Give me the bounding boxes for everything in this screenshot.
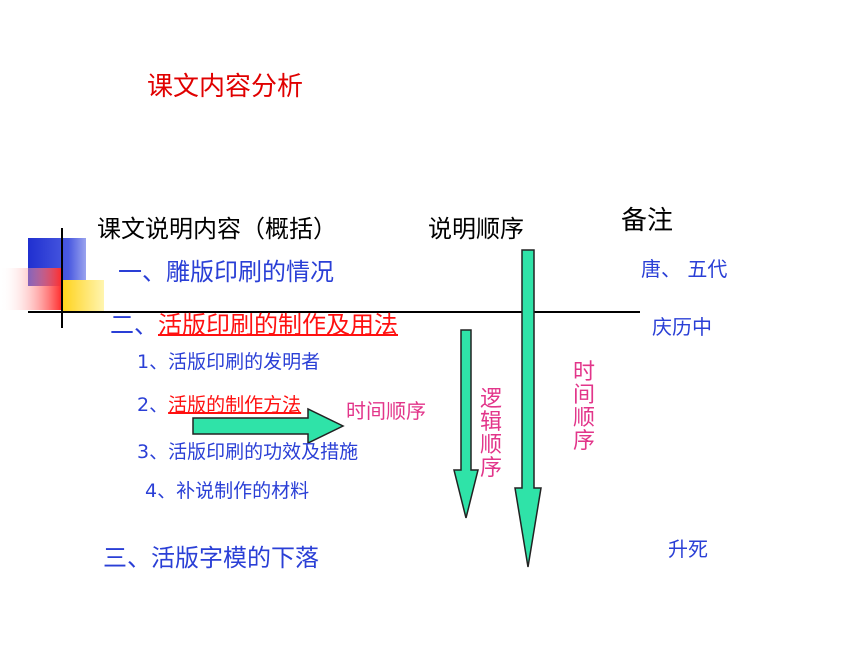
section-two-prefix: 二、 <box>110 311 158 339</box>
inner-time-order-label: 时间顺序 <box>346 399 426 423</box>
logic-order-arrow-icon <box>453 329 479 519</box>
section-two: 二、活版印刷的制作及用法 <box>110 313 398 337</box>
logic-order-label: 逻辑顺序 <box>479 387 502 482</box>
sub-item-3: 3、活版印刷的功效及措施 <box>137 441 359 463</box>
time-order-label: 时间顺序 <box>572 360 595 455</box>
sub-item-2: 2、活版的制作方法 <box>137 396 301 415</box>
corner-squares-icon <box>0 228 640 328</box>
page-title: 课文内容分析 <box>147 72 304 102</box>
header-note: 备注 <box>621 206 674 236</box>
section-one: 一、雕版印刷的情况 <box>118 258 334 286</box>
time-order-arrow-icon <box>514 249 542 568</box>
sub-item-2-prefix: 2、 <box>137 394 169 416</box>
header-content: 课文说明内容（概括） <box>97 215 337 243</box>
note-tang-five-dynasties: 唐、 五代 <box>641 257 728 281</box>
sub-item-4: 4、补说制作的材料 <box>145 480 310 502</box>
sub-item-1: 1、活版印刷的发明者 <box>137 351 321 373</box>
horizontal-arrow-icon <box>192 407 345 445</box>
section-two-highlight: 活版印刷的制作及用法 <box>158 311 398 339</box>
section-three: 三、活版字模的下落 <box>103 544 319 572</box>
header-order: 说明顺序 <box>428 215 524 243</box>
sub-item-2-highlight: 活版的制作方法 <box>168 394 302 416</box>
note-qingli: 庆历中 <box>652 315 712 339</box>
note-death: 升死 <box>668 537 708 561</box>
